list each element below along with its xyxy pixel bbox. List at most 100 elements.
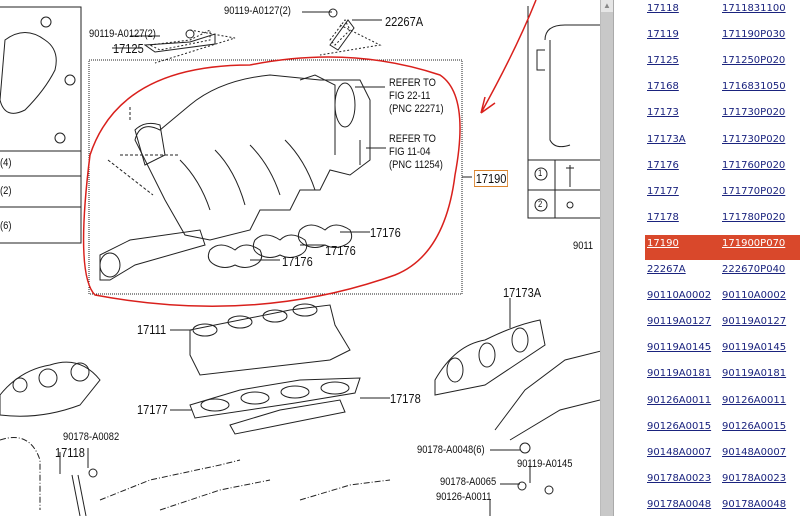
callout-22267A[interactable]: 22267A — [385, 14, 424, 29]
pnc-link[interactable]: 17173A — [647, 133, 686, 145]
part-number-link[interactable]: 90119A0181 — [722, 368, 787, 380]
left-inset — [0, 6, 82, 244]
gaskets-17176 — [99, 224, 353, 281]
pnc-link[interactable]: 17176 — [647, 159, 679, 171]
pnc-link[interactable]: 90119A0127 — [647, 316, 712, 328]
qty-4: (4) — [0, 157, 12, 169]
qty-2: (2) — [0, 185, 12, 197]
callout-17173A[interactable]: 17173A — [503, 285, 542, 300]
callout-17176-c[interactable]: 17176 — [282, 254, 313, 269]
pnc-link[interactable]: 90110A0002 — [647, 290, 712, 302]
callout-90126-A0011[interactable]: 90126-A0011 — [436, 491, 492, 503]
parts-row[interactable]: 17178 171780P020 — [645, 209, 800, 234]
part-number-link[interactable]: 222670P040 — [722, 264, 786, 275]
parts-row[interactable]: 17118 1711831100 — [645, 0, 800, 25]
legend-2: 2 — [538, 199, 543, 209]
pnc-link[interactable]: 17190 — [647, 237, 679, 249]
pnc-link[interactable]: 17178 — [647, 211, 679, 223]
part-number-link[interactable]: 90178A0048 — [722, 498, 787, 510]
callout-17125[interactable]: 17125 — [113, 41, 144, 56]
parts-row[interactable]: 17173A 171730P020 — [645, 131, 800, 156]
part-number-link[interactable]: 171250P020 — [722, 55, 786, 67]
parts-row[interactable]: 90178A0023 90178A0023 — [645, 470, 800, 495]
refer-note-2: REFER TO FIG 11-04 (PNC 11254) — [389, 133, 443, 171]
callout-90178-A0048[interactable]: 90178-A0048(6) — [417, 444, 485, 456]
parts-row[interactable]: 17177 171770P020 — [645, 183, 800, 208]
parts-row[interactable]: 90110A0002 90110A0002 — [645, 287, 800, 312]
part-number-link[interactable]: 171730P020 — [722, 133, 786, 145]
parts-row[interactable]: 90126A0011 90126A0011 — [645, 392, 800, 417]
pnc-link[interactable]: 90178A0023 — [647, 472, 712, 484]
parts-row[interactable]: 90119A0181 90119A0181 — [645, 365, 800, 390]
parts-row[interactable]: 22267A 222670P040 — [645, 261, 800, 286]
part-number-link[interactable]: 171780P020 — [722, 211, 786, 223]
callout-17176-b[interactable]: 17176 — [325, 243, 356, 258]
pnc-link[interactable]: 17118 — [647, 3, 679, 14]
exhaust-gasket-left — [0, 361, 101, 417]
callout-90119-A0127-left[interactable]: 90119-A0127(2) — [89, 28, 156, 40]
intake-manifold-upper — [107, 74, 371, 241]
part-number-link[interactable]: 90119A0127 — [722, 316, 787, 328]
diagram-drawing — [0, 0, 600, 516]
red-annotation-circle — [82, 56, 461, 307]
parts-row-selected[interactable]: 17190 171900P070 — [645, 234, 800, 260]
pnc-link[interactable]: 90126A0015 — [647, 420, 712, 432]
parts-row[interactable]: 17176 171760P020 — [645, 157, 800, 182]
red-annotation-arrow — [480, 0, 537, 114]
pnc-link[interactable]: 17177 — [647, 185, 679, 197]
parts-row[interactable]: 17168 1716831050 — [645, 78, 800, 103]
callout-17111[interactable]: 17111 — [137, 322, 167, 337]
part-number-link[interactable]: 90126A0011 — [722, 394, 787, 406]
part-number-link[interactable]: 90119A0145 — [722, 342, 787, 354]
intake-manifold-lower — [189, 303, 361, 435]
part-number-link[interactable]: 1716831050 — [722, 81, 786, 93]
parts-row[interactable]: 90148A0007 90148A0007 — [645, 444, 800, 469]
callout-9011[interactable]: 9011 — [573, 240, 594, 252]
scrollbar[interactable]: ▲ — [600, 0, 614, 516]
callout-90178-A0082[interactable]: 90178-A0082 — [63, 431, 120, 443]
part-number-link[interactable]: 171190P030 — [722, 29, 786, 41]
parts-row[interactable]: 90178A0048 90178A0048 — [645, 496, 800, 521]
pnc-link[interactable]: 17125 — [647, 55, 679, 67]
qty-6: (6) — [0, 220, 12, 232]
refer-note-1: REFER TO FIG 22-11 (PNC 22271) — [389, 77, 444, 115]
part-number-link[interactable]: 171760P020 — [722, 159, 786, 171]
exhaust-gasket-right — [434, 319, 546, 396]
pnc-link[interactable]: 17168 — [647, 81, 679, 93]
parts-row[interactable]: 17173 171730P020 — [645, 104, 800, 129]
pnc-link[interactable]: 90178A0048 — [647, 498, 712, 510]
part-number-link[interactable]: 171770P020 — [722, 185, 786, 197]
part-number-link[interactable]: 171900P070 — [722, 237, 786, 249]
pnc-link[interactable]: 90126A0011 — [647, 394, 712, 406]
pnc-link[interactable]: 17119 — [647, 29, 679, 41]
parts-row[interactable]: 90126A0015 90126A0015 — [645, 418, 800, 443]
pnc-link[interactable]: 22267A — [647, 264, 686, 275]
callout-17176-a[interactable]: 17176 — [370, 225, 401, 240]
legend-1: 1 — [538, 168, 543, 178]
parts-diagram[interactable]: 90119-A0127(2) 22267A 90119-A0127(2) 171… — [0, 0, 600, 516]
parts-row[interactable]: 17125 171250P020 — [645, 52, 800, 77]
pnc-link[interactable]: 90119A0145 — [647, 342, 712, 354]
part-number-link[interactable]: 1711831100 — [722, 3, 786, 14]
part-number-link[interactable]: 90126A0015 — [722, 420, 787, 432]
part-number-link[interactable]: 90110A0002 — [722, 290, 787, 302]
pnc-link[interactable]: 17173 — [647, 107, 679, 119]
pnc-link[interactable]: 90148A0007 — [647, 446, 712, 458]
part-number-link[interactable]: 171730P020 — [722, 107, 786, 119]
callout-90119-A0127-top[interactable]: 90119-A0127(2) — [224, 5, 291, 17]
callout-90178-A0065[interactable]: 90178-A0065 — [440, 476, 497, 488]
callout-17190[interactable]: 17190 — [474, 170, 509, 187]
callout-17118[interactable]: 17118 — [55, 445, 85, 460]
part-number-link[interactable]: 90178A0023 — [722, 472, 787, 484]
parts-row[interactable]: 17119 171190P030 — [645, 26, 800, 51]
scroll-up-arrow-icon[interactable]: ▲ — [601, 0, 613, 12]
callout-17178[interactable]: 17178 — [390, 391, 421, 406]
right-inset — [527, 6, 600, 219]
callout-17177[interactable]: 17177 — [137, 402, 168, 417]
pnc-link[interactable]: 90119A0181 — [647, 368, 712, 380]
parts-row[interactable]: 90119A0145 90119A0145 — [645, 339, 800, 364]
callout-90119-A0145[interactable]: 90119-A0145 — [517, 458, 573, 470]
part-number-link[interactable]: 90148A0007 — [722, 446, 787, 458]
parts-row[interactable]: 90119A0127 90119A0127 — [645, 313, 800, 338]
